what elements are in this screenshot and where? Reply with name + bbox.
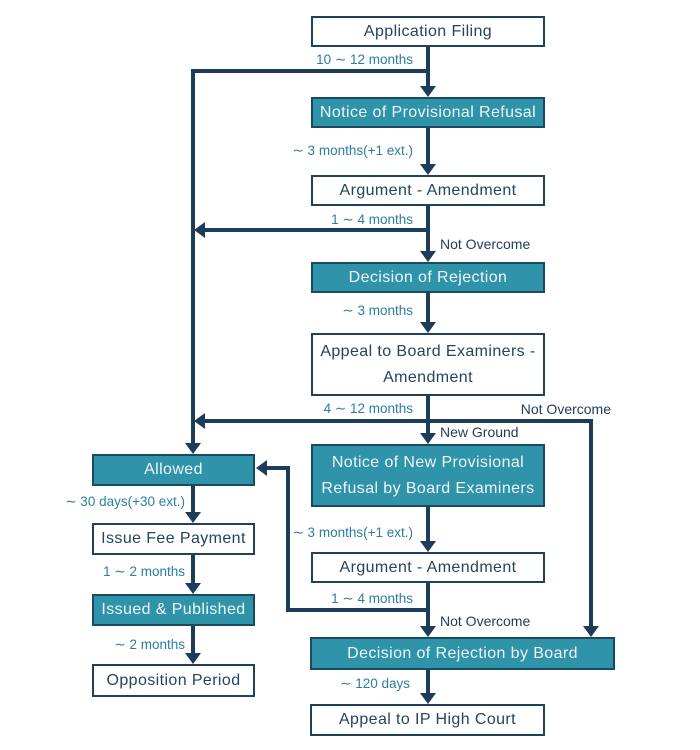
arrowhead-down-icon	[185, 583, 201, 594]
edge-label-board-to-court: ∼ 120 days	[340, 676, 410, 691]
node-appeal-board-examiners: Appeal to Board Examiners - Amendment	[311, 333, 545, 396]
node-label: Decision of Rejection	[348, 268, 508, 286]
edge-label-argument1-out: 1 ∼ 4 months	[331, 212, 413, 227]
arrowhead-left-icon	[194, 413, 205, 429]
edge-newrefusal-to-argument2-line	[426, 507, 430, 542]
node-appeal-ip-high-court: Appeal to IP High Court	[310, 704, 545, 736]
arrowhead-down-icon	[420, 693, 436, 704]
node-label: Notice of Provisional Refusal	[319, 103, 537, 121]
edge-allowed-to-fee-line	[191, 486, 195, 513]
arrowhead-down-icon	[420, 164, 436, 175]
edge-label-refusal-to-argument: ∼ 3 months(+1 ext.)	[292, 143, 414, 158]
edge-label-not-overcome-1: Not Overcome	[440, 236, 531, 252]
node-label: Refusal by Board Examiners	[321, 479, 535, 497]
node-label: Appeal to Board Examiners -	[320, 342, 536, 360]
edge-label-not-overcome-2: Not Overcome	[520, 401, 611, 417]
edge-label-new-ground: New Ground	[440, 424, 519, 440]
edge-label-allowed-to-fee: ∼ 30 days(+30 ext.)	[65, 494, 185, 509]
edge-refusal-to-argument-line	[426, 128, 430, 165]
node-decision-of-rejection: Decision of Rejection	[311, 262, 545, 293]
edge-appeal-to-newrefusal-line	[426, 396, 430, 434]
arrowhead-down-icon	[420, 626, 436, 637]
node-label: Application Filing	[363, 22, 493, 40]
node-notice-new-provisional-refusal: Notice of New Provisional Refusal by Boa…	[311, 444, 545, 507]
edge-appeal-branch-line	[205, 419, 593, 423]
edge-argument2-overcome-line	[286, 608, 430, 612]
arrowhead-down-icon	[420, 86, 436, 97]
arrowhead-down-icon	[420, 322, 436, 333]
node-allowed: Allowed	[92, 454, 255, 486]
node-application-filing: Application Filing	[311, 16, 545, 47]
edge-board-to-court-line	[426, 670, 430, 694]
edge-label-newrefusal-to-argument: ∼ 3 months(+1 ext.)	[292, 525, 414, 540]
arrowhead-down-icon	[420, 251, 436, 262]
arrowhead-down-icon	[185, 512, 201, 523]
node-label: Decision of Rejection by Board	[347, 644, 578, 662]
edge-label-fee-to-issued: 1 ∼ 2 months	[103, 564, 185, 579]
node-label: Argument - Amendment	[339, 181, 517, 199]
node-label: Opposition Period	[106, 671, 241, 689]
node-label: Argument - Amendment	[339, 558, 517, 576]
arrowhead-left-icon	[194, 222, 205, 238]
node-label: Notice of New Provisional	[331, 453, 525, 471]
edge-argument2-overcome-into-allowed	[267, 466, 290, 470]
arrowhead-down-icon	[583, 626, 599, 637]
node-label: Appeal to IP High Court	[338, 711, 516, 729]
node-decision-rejection-by-board: Decision of Rejection by Board	[310, 637, 615, 670]
node-opposition-period: Opposition Period	[92, 664, 255, 697]
edge-argument2-to-board-line	[426, 583, 430, 627]
edge-issued-to-opposition-line	[191, 626, 195, 654]
node-label: Amendment	[383, 368, 473, 386]
edge-label-rejection-to-appeal: ∼ 3 months	[342, 303, 413, 318]
node-issued-published: Issued & Published	[92, 594, 255, 626]
arrowhead-down-icon	[185, 653, 201, 664]
edge-notovercome-right-line	[589, 419, 593, 627]
edge-label-filing-to-refusal: 10 ∼ 12 months	[316, 52, 413, 67]
edge-label-not-overcome-3: Not Overcome	[440, 613, 531, 629]
edge-label-issued-to-opposition: ∼ 2 months	[114, 637, 185, 652]
edge-rejection-to-appeal-line	[426, 293, 430, 323]
node-label: Allowed	[144, 461, 203, 479]
node-argument-amendment-2: Argument - Amendment	[311, 552, 545, 583]
edge-label-appeal-out: 4 ∼ 12 months	[323, 401, 413, 416]
edge-filing-to-refusal-line	[426, 47, 430, 88]
arrowhead-down-icon	[420, 433, 436, 444]
node-label: Issue Fee Payment	[101, 530, 246, 548]
node-argument-amendment-1: Argument - Amendment	[311, 175, 545, 206]
edge-label-argument2-out: 1 ∼ 4 months	[331, 591, 413, 606]
arrowhead-down-icon	[185, 443, 201, 454]
edge-argument1-overcome-line	[205, 228, 430, 232]
edge-filing-branch-line	[191, 69, 430, 73]
edge-argument2-overcome-riser	[286, 466, 290, 612]
arrowhead-down-icon	[420, 541, 436, 552]
node-label: Issued & Published	[101, 601, 246, 619]
node-notice-provisional-refusal: Notice of Provisional Refusal	[311, 97, 545, 128]
node-issue-fee-payment: Issue Fee Payment	[92, 523, 255, 555]
edge-fee-to-issued-line	[191, 555, 195, 584]
arrowhead-left-icon	[256, 460, 267, 476]
edge-allowed-trunk-line	[191, 69, 195, 444]
